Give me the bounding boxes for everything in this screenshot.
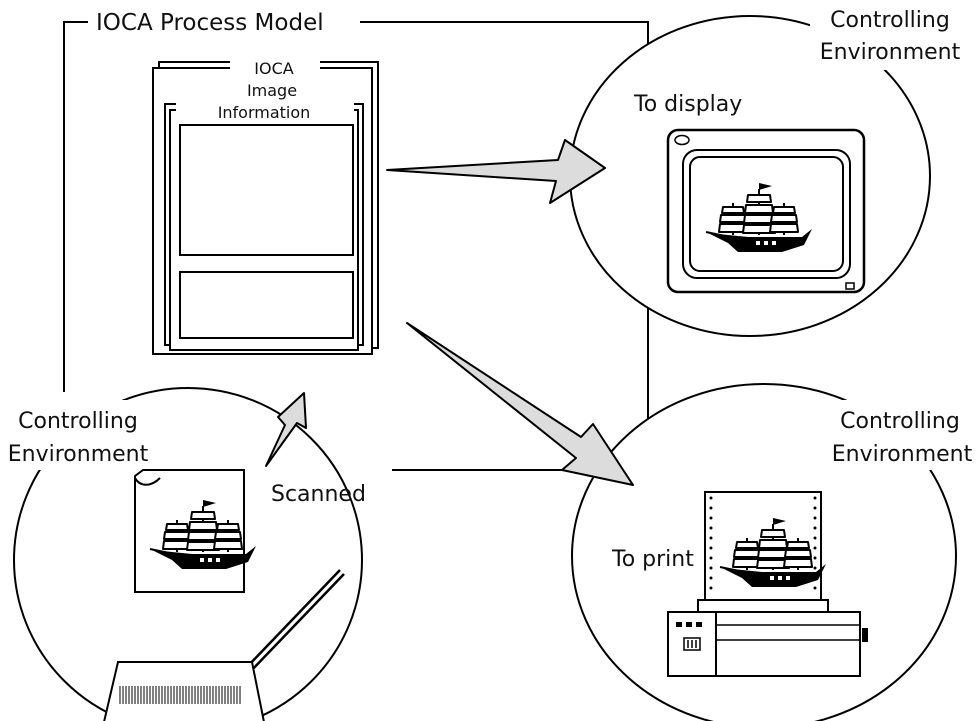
display-env-label-line1: Controlling [830, 8, 950, 33]
arrow-from-scanner [265, 392, 307, 467]
print-caption: To print [611, 547, 694, 572]
print-env-label-line1: Controlling [840, 409, 960, 434]
doc-title-line2: Image [247, 81, 297, 100]
scanner-icon [103, 569, 345, 721]
display-env-label-line2: Environment [820, 40, 961, 65]
scanned-caption: Scanned [271, 482, 366, 507]
scan-env-label-line2: Environment [8, 442, 149, 467]
ioca-document [152, 52, 379, 355]
doc-title-line1: IOCA [254, 59, 293, 78]
arrow-to-print [406, 322, 634, 486]
arrow-to-display [386, 139, 606, 204]
process-model-title: IOCA Process Model [96, 10, 324, 36]
scan-env-label-line1: Controlling [18, 409, 138, 434]
doc-title-line3: Information [218, 103, 311, 122]
display-caption: To display [633, 92, 742, 117]
print-env-label-line2: Environment [832, 442, 973, 467]
